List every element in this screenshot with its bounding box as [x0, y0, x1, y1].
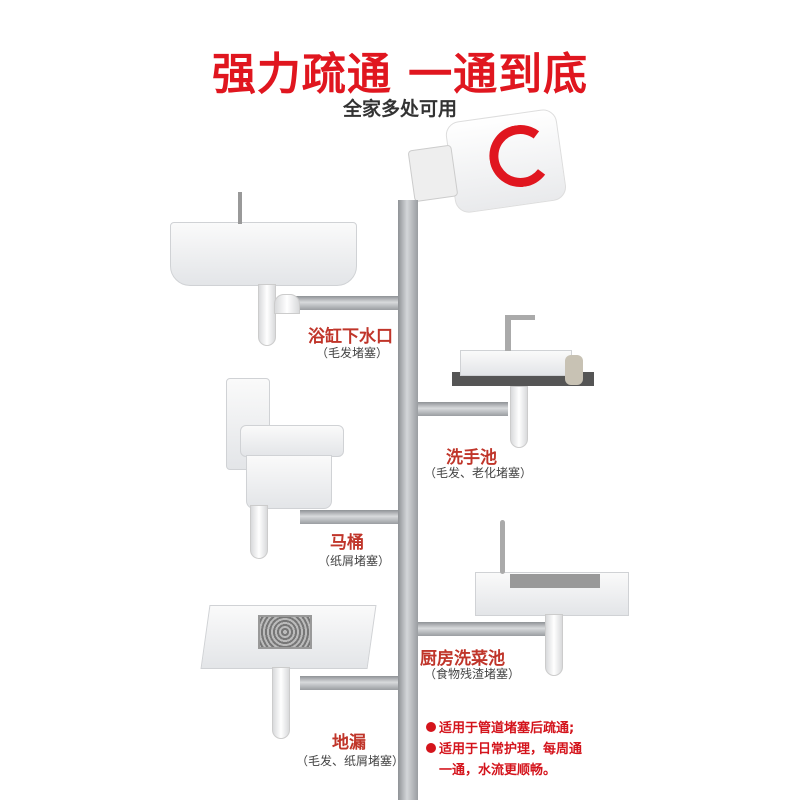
wash-basin-image — [460, 350, 572, 376]
main-drain-pipe — [398, 200, 418, 800]
bullet-text: 一通，水流更顺畅。 — [439, 763, 557, 778]
kitchen-sink-image — [475, 572, 629, 616]
usage-notes: 适用于管道堵塞后疏通; 适用于日常护理，每周通 一通，水流更顺畅。 — [426, 718, 582, 781]
product-bottle — [404, 107, 568, 218]
headline: 强力疏通 一通到底 — [211, 49, 589, 100]
location-note: （毛发、老化堵塞） — [424, 466, 533, 480]
bathtub-image — [170, 222, 357, 286]
location-label: 地漏 — [332, 733, 366, 753]
location-note: （毛发堵塞） — [316, 346, 389, 360]
location-label: 厨房洗菜池 — [420, 649, 505, 669]
location-label: 浴缸下水口 — [308, 327, 393, 347]
bullet-text: 适用于管道堵塞后疏通; — [439, 721, 575, 736]
bullet-text: 适用于日常护理，每周通 — [439, 742, 583, 757]
subtitle: 全家多处可用 — [342, 98, 457, 120]
location-note: （食物残渣堵塞） — [424, 667, 521, 681]
location-label: 马桶 — [330, 533, 364, 553]
location-note: （毛发、纸屑堵塞） — [296, 754, 405, 768]
location-label: 洗手池 — [446, 448, 497, 468]
location-note: （纸屑堵塞） — [318, 554, 391, 568]
drain-grate — [258, 615, 312, 649]
